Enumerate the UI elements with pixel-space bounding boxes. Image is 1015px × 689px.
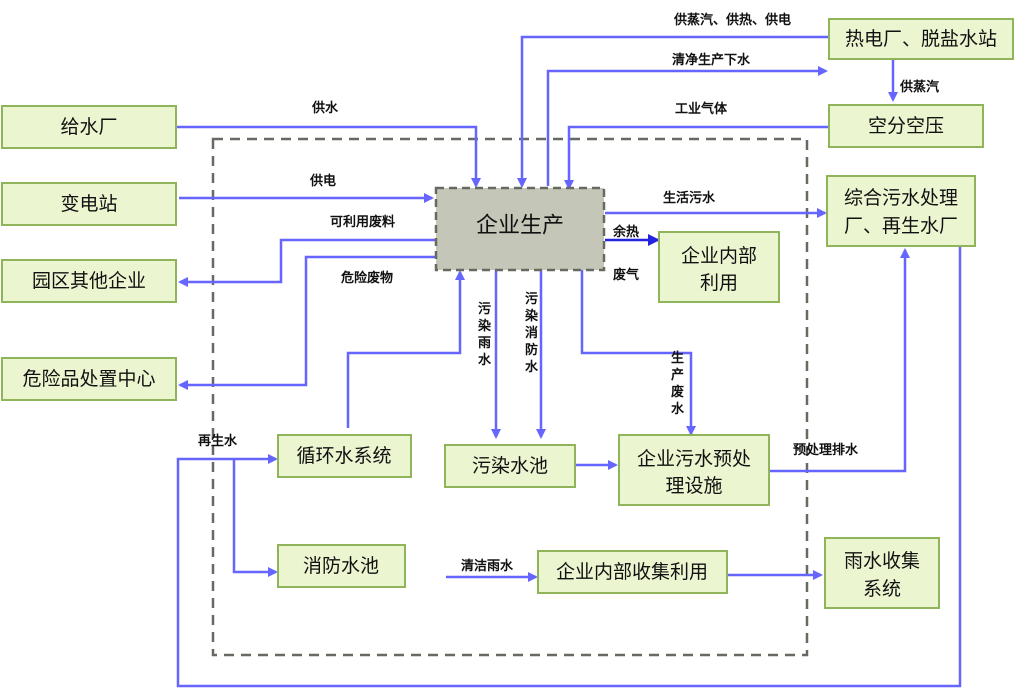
svg-text:系统: 系统: [863, 578, 901, 600]
edge-production-wastewater: [580, 270, 696, 436]
svg-text:理设施: 理设施: [665, 475, 722, 497]
svg-text:消防水池: 消防水池: [303, 555, 379, 577]
node-water-plant[interactable]: 给水厂: [1, 105, 177, 149]
node-internal-collection[interactable]: 企业内部收集利用: [537, 550, 728, 594]
svg-text:厂、再生水厂: 厂、再生水厂: [844, 215, 958, 237]
edge-clean-drain: [546, 66, 828, 186]
svg-text:综合污水处理: 综合污水处理: [844, 187, 958, 209]
node-core-production[interactable]: 企业生产: [434, 186, 606, 272]
svg-text:给水厂: 给水厂: [60, 116, 117, 138]
node-hazard-center[interactable]: 危险品处置中心: [1, 357, 177, 401]
node-internal-use[interactable]: 企业内部 利用: [658, 231, 780, 303]
node-pretreatment[interactable]: 企业污水预处 理设施: [618, 434, 770, 506]
node-fire-pool[interactable]: 消防水池: [277, 544, 406, 588]
label-production-wastewater: 生产废水: [671, 350, 685, 417]
edge-supply-water: [177, 125, 481, 188]
node-thermal-plant[interactable]: 热电厂、脱盐水站: [828, 18, 1014, 60]
label-clean-rain: 清洁雨水: [461, 558, 514, 574]
label-steam: 供蒸汽: [899, 79, 939, 95]
label-clean-drain: 清净生产下水: [672, 52, 751, 68]
label-usable-waste: 可利用废料: [330, 214, 395, 230]
label-reclaimed-water: 再生水: [198, 433, 238, 449]
svg-text:企业污水预处: 企业污水预处: [637, 448, 751, 470]
label-industrial-gas: 工业气体: [675, 101, 728, 117]
node-substation[interactable]: 变电站: [1, 182, 177, 226]
svg-text:热电厂、脱盐水站: 热电厂、脱盐水站: [845, 28, 997, 50]
edge-usable-waste: [178, 238, 436, 287]
svg-text:变电站: 变电站: [60, 193, 117, 215]
svg-text:空分空压: 空分空压: [868, 115, 944, 137]
svg-text:雨水收集: 雨水收集: [844, 550, 920, 572]
enterprise-boundary: [211, 137, 809, 657]
label-waste-gas: 废气: [613, 267, 639, 283]
edge-pretreat-discharge: [770, 248, 910, 473]
node-other-enterprises[interactable]: 园区其他企业: [1, 259, 177, 303]
edge-reclaimed-water: [176, 246, 962, 688]
label-waste-heat: 余热: [612, 224, 639, 240]
node-wastewater-plant[interactable]: 综合污水处理 厂、再生水厂: [826, 175, 976, 247]
svg-text:危险品处置中心: 危险品处置中心: [22, 368, 155, 390]
edge-steam-heat-power: [517, 35, 828, 188]
svg-text:企业内部收集利用: 企业内部收集利用: [556, 561, 708, 583]
svg-text:企业生产: 企业生产: [476, 214, 564, 239]
edge-hazard-waste: [178, 255, 436, 390]
edge-reclaimed-fire: [232, 459, 278, 577]
label-hazard-waste: 危险废物: [341, 270, 393, 286]
edge-industrial-gas: [564, 125, 828, 190]
svg-text:园区其他企业: 园区其他企业: [32, 270, 146, 292]
label-pretreat-discharge: 预处理排水: [793, 442, 859, 458]
label-supply-power: 供电: [309, 173, 336, 189]
edge-circ-return: [346, 270, 465, 428]
label-steam-heat-power: 供蒸汽、供热、供电: [673, 12, 791, 28]
label-polluted-rain: 污染雨水: [477, 301, 492, 368]
svg-text:循环水系统: 循环水系统: [296, 445, 391, 467]
label-supply-water: 供水: [311, 100, 339, 116]
label-polluted-fire: 污染消防水: [524, 291, 539, 375]
node-circulating-water[interactable]: 循环水系统: [277, 434, 412, 478]
svg-text:污染水池: 污染水池: [472, 455, 548, 477]
node-polluted-pool[interactable]: 污染水池: [444, 444, 576, 488]
svg-text:企业内部: 企业内部: [681, 245, 757, 267]
label-domestic-sewage: 生活污水: [663, 190, 716, 206]
node-air-separation[interactable]: 空分空压: [828, 104, 984, 148]
node-rainwater-system[interactable]: 雨水收集 系统: [824, 537, 940, 609]
svg-text:利用: 利用: [700, 272, 738, 294]
